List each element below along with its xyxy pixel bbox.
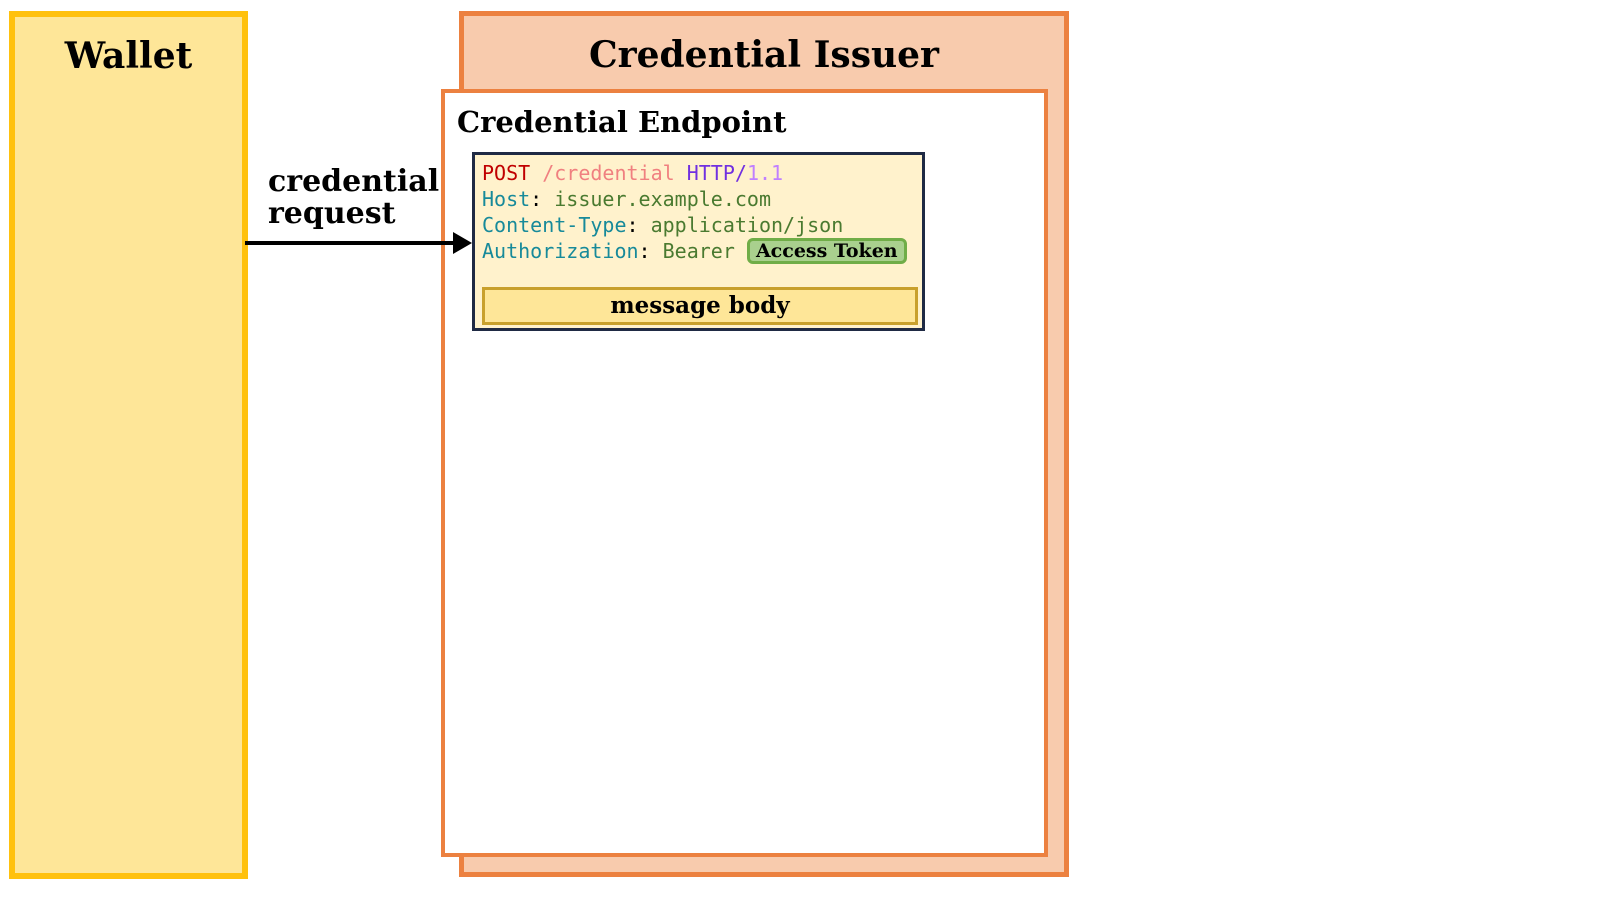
header-line-authorization: Authorization: Bearer Access Token: [482, 237, 907, 264]
message-body-box: message body: [482, 287, 918, 325]
credential-endpoint-title: Credential Endpoint: [457, 105, 787, 139]
wallet-panel: Wallet: [9, 11, 248, 879]
http-version: 1.1: [746, 161, 784, 185]
header-name: Host: [482, 187, 531, 211]
http-request-box: POST /credential HTTP/1.1 Host: issuer.e…: [472, 152, 925, 331]
http-method: POST: [482, 161, 531, 185]
header-value: application/json: [650, 213, 844, 237]
header-line-host: Host: issuer.example.com: [482, 187, 772, 211]
arrow-label-line-2: request: [268, 196, 396, 231]
header-value: issuer.example.com: [554, 187, 772, 211]
credential-request-label: credential request: [268, 166, 439, 230]
http-protocol: HTTP/: [686, 161, 747, 185]
header-line-content-type: Content-Type: application/json: [482, 213, 844, 237]
header-value: Bearer: [662, 239, 735, 263]
credential-issuer-title: Credential Issuer: [588, 34, 940, 76]
header-name: Content-Type: [482, 213, 627, 237]
access-token-badge: Access Token: [746, 237, 907, 264]
header-name: Authorization: [482, 239, 639, 263]
wallet-title: Wallet: [64, 35, 193, 77]
request-path: /credential: [542, 161, 675, 185]
request-line: POST /credential HTTP/1.1: [482, 161, 783, 185]
arrow-label-line-1: credential: [268, 164, 440, 199]
